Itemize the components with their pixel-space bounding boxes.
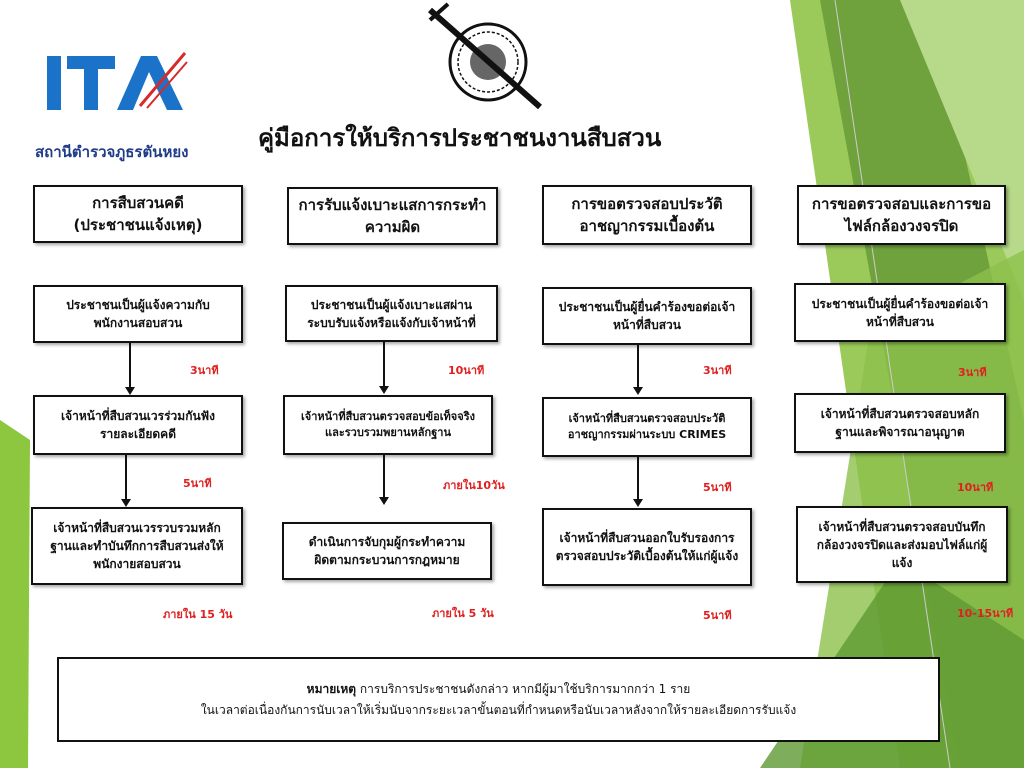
header-line: ความผิด <box>364 218 421 236</box>
header-line: ไฟล์กล้องวงจรปิด <box>844 217 959 235</box>
flow-step: เจ้าหน้าที่สืบสวนตรวจสอบข้อเท็จจริงและรว… <box>283 395 493 455</box>
flow-step: ประชาชนเป็นผู้แจ้งเบาะแสผ่านระบบรับแจ้งห… <box>285 285 498 342</box>
header-line: การรับแจ้งเบาะแสการกระทำ <box>298 195 487 214</box>
arrow-down <box>633 345 643 395</box>
note-text: การบริการประชาชนดังกล่าว หากมีผู้มาใช้บร… <box>359 682 691 697</box>
ita-logo <box>47 52 188 110</box>
time-label: 5นาที <box>703 609 732 622</box>
arrow-down <box>121 455 131 507</box>
column-header-criminal-record: การขอตรวจสอบประวัติ อาชญากรรมเบื้องต้น <box>542 185 752 245</box>
note-label: หมายเหตุ <box>306 682 357 697</box>
note-line-2: ในเวลาต่อเนื่องกันการนับเวลาให้เริ่มนับจ… <box>200 702 797 717</box>
station-name: สถานีตำรวจภูธรตันหยง <box>35 143 189 161</box>
flow-step: ประชาชนเป็นผู้ยื่นคำร้องขอต่อเจ้าหน้าที่… <box>794 283 1006 342</box>
flow-step: เจ้าหน้าที่สืบสวนตรวจสอบบันทึกกล้องวงจรป… <box>796 506 1008 583</box>
time-label: 10นาที <box>957 481 994 494</box>
header-line: อาชญากรรมเบื้องต้น <box>579 217 715 235</box>
flow-step: ประชาชนเป็นผู้แจ้งความกับพนักงานสอบสวน <box>33 285 243 343</box>
arrow-down <box>379 342 389 394</box>
time-label: 5นาที <box>703 481 732 494</box>
flow-step: เจ้าหน้าที่สืบสวนเวรร่วมกันฟังรายละเอียด… <box>33 395 243 455</box>
time-label: 10นาที <box>448 364 485 377</box>
flow-step: เจ้าหน้าที่สืบสวนเวรรวบรวมหลักฐานและทำบั… <box>31 507 243 585</box>
police-emblem <box>428 2 542 110</box>
time-label: 10-15นาที <box>957 607 1014 620</box>
flow-step: ประชาชนเป็นผู้ยื่นคำร้องขอต่อเจ้าหน้าที่… <box>542 287 752 345</box>
time-label: ภายใน10วัน <box>443 479 505 492</box>
header-line: (ประชาชนแจ้งเหตุ) <box>73 216 203 234</box>
time-label: 3นาที <box>703 364 732 377</box>
header-line: การขอตรวจสอบประวัติ <box>571 194 723 213</box>
note-line-1: หมายเหตุ การบริการประชาชนดังกล่าว หากมีผ… <box>307 679 691 699</box>
column-header-tipoff: การรับแจ้งเบาะแสการกระทำ ความผิด <box>287 187 498 245</box>
time-label: 3นาที <box>190 364 219 377</box>
arrow-down <box>125 343 135 395</box>
arrow-down <box>379 455 389 505</box>
column-header-investigation: การสืบสวนคดี (ประชาชนแจ้งเหตุ) <box>33 185 243 243</box>
time-label: ภายใน 5 วัน <box>432 607 494 620</box>
header-line: การขอตรวจสอบและการขอ <box>811 194 992 213</box>
time-label: ภายใน 15 วัน <box>163 608 233 621</box>
column-header-cctv: การขอตรวจสอบและการขอ ไฟล์กล้องวงจรปิด <box>797 185 1006 245</box>
flow-step: เจ้าหน้าที่สืบสวนออกใบรับรองการตรวจสอบปร… <box>542 508 752 586</box>
time-label: 5นาที <box>183 477 212 490</box>
note-box: หมายเหตุ การบริการประชาชนดังกล่าว หากมีผ… <box>57 657 940 742</box>
flow-step: เจ้าหน้าที่สืบสวนตรวจสอบหลักฐานและพิจารณ… <box>794 393 1006 453</box>
time-label: 3นาที <box>958 366 987 379</box>
flow-step: เจ้าหน้าที่สืบสวนตรวจสอบประวัติอาชญากรรม… <box>542 397 752 457</box>
flow-step: ดำเนินการจับกุมผู้กระทำความผิดตามกระบวนก… <box>282 522 492 580</box>
header-line: การสืบสวนคดี <box>92 193 184 212</box>
page-title: คู่มือการให้บริการประชาชนงานสืบสวน <box>258 124 662 152</box>
arrow-down <box>633 457 643 507</box>
